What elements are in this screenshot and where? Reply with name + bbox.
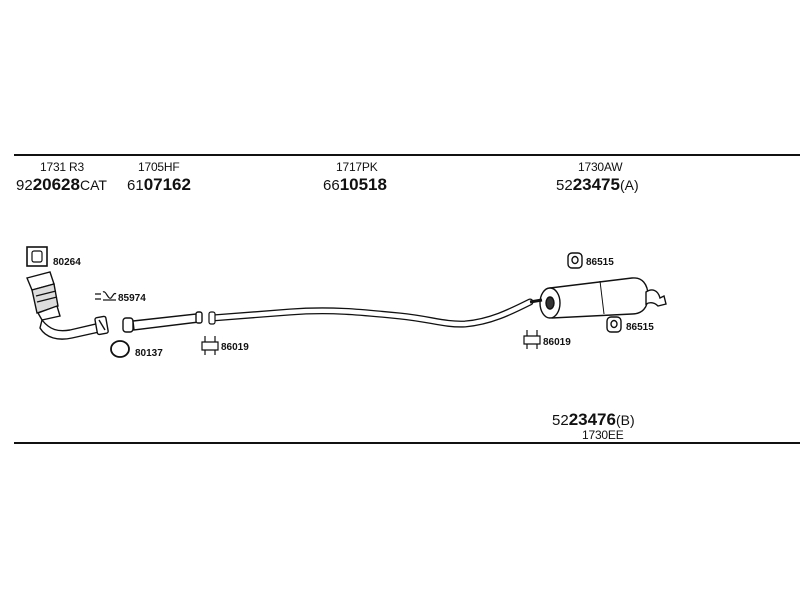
top-divider [14,154,800,156]
callout-square-gasket: 80264 [53,257,81,268]
callout-spring-bolt: 85974 [118,293,146,304]
ring-gasket-icon [110,340,130,358]
part-ref-catalyst: 1731 R3 [40,160,84,174]
part-number-middle-pipe: 6610518 [323,175,387,195]
catalytic-converter-icon [26,271,109,340]
part-prefix: 61 [127,177,144,194]
front-pipe-icon [122,311,203,333]
part-suffix: (A) [619,177,639,193]
part-suffix: (B) [615,412,635,428]
part-ref-rear-muffler: 1730AW [578,160,623,174]
part-main: 20628 [32,175,80,194]
part-ref-rear-muffler-b: 1730EE [582,428,624,442]
part-number-catalyst: 9220628CAT [16,175,107,195]
part-prefix: 52 [556,177,573,194]
callout-hanger-top: 86515 [586,257,614,268]
part-number-rear-muffler: 5223475(A) [556,175,639,195]
part-main: 23475 [572,175,620,194]
part-number-front-pipe: 6107162 [127,175,191,195]
part-ref-middle-pipe: 1717PK [336,160,378,174]
spring-bolt-icon [95,291,117,301]
clamp-left-icon [201,336,219,355]
callout-clamp-right: 86019 [543,337,571,348]
rubber-hanger-top-icon [567,252,583,269]
clamp-right-icon [523,330,541,349]
part-main: 23476 [568,410,616,429]
square-gasket-icon [26,246,48,267]
part-main: 07162 [143,175,191,194]
part-suffix: CAT [79,177,107,193]
part-number-rear-muffler-b: 5223476(B) [552,410,635,430]
callout-ring-gasket: 80137 [135,348,163,359]
rubber-hanger-bottom-icon [606,316,622,333]
callout-hanger-bottom: 86515 [626,322,654,333]
part-prefix: 52 [552,412,569,429]
middle-pipe-icon [208,298,534,328]
bottom-divider [14,442,800,444]
part-prefix: 66 [323,177,340,194]
callout-clamp-left: 86019 [221,342,249,353]
part-ref-front-pipe: 1705HF [138,160,180,174]
rear-muffler-icon [529,277,667,319]
part-main: 10518 [339,175,387,194]
part-prefix: 92 [16,177,33,194]
